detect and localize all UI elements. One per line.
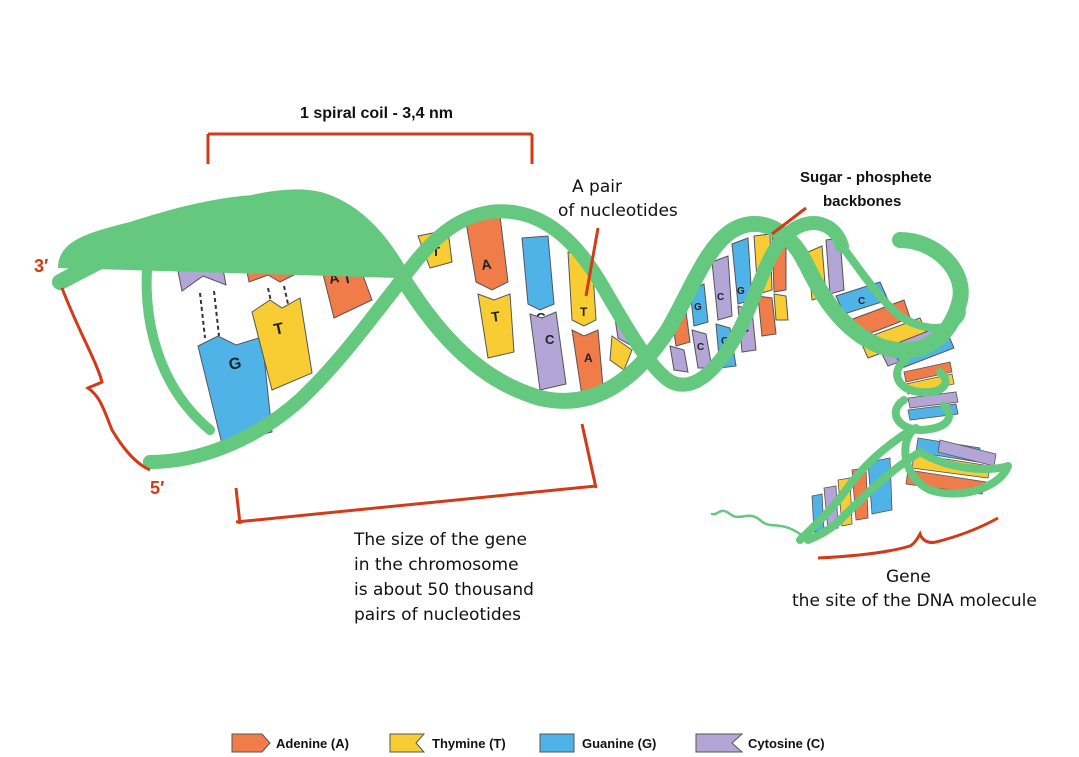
legend-label-cytosine: Cytosine (C): [748, 736, 825, 751]
gene-size-line2: in the chromosome: [354, 555, 519, 575]
svg-text:A: A: [584, 351, 593, 365]
end-3-prime-label: 3′: [34, 256, 48, 276]
gene-size-line4: pairs of nucleotides: [354, 605, 521, 625]
labels: 1 spiral coil - 3,4 nm A pair of nucleot…: [34, 105, 1037, 625]
legend-label-thymine: Thymine (T): [432, 736, 506, 751]
legend: Adenine (A) Thymine (T) Guanine (G) Cyto…: [232, 734, 825, 752]
legend-label-guanine: Guanine (G): [582, 736, 656, 751]
legend-item-guanine: Guanine (G): [540, 734, 656, 752]
gene-label-line1: Gene: [886, 567, 931, 587]
legend-item-adenine: Adenine (A): [232, 734, 349, 752]
end-5-prime-label: 5′: [150, 478, 164, 498]
guanine-block: [522, 236, 554, 310]
adenine-block: [466, 216, 508, 290]
gene-size-dimension-line: [236, 486, 596, 522]
base-pair-g-c-2: G C: [522, 236, 566, 390]
svg-text:G: G: [737, 286, 745, 297]
svg-text:C: C: [717, 292, 724, 303]
gene-label-line2: the site of the DNA molecule: [792, 591, 1037, 611]
adenine-swatch: [232, 734, 270, 752]
nucleotide-pair-label-line2: of nucleotides: [558, 201, 678, 221]
spiral-coil-label: 1 spiral coil - 3,4 nm: [300, 105, 453, 122]
gene-size-line3: is about 50 thousand: [354, 580, 534, 600]
legend-label-adenine: Adenine (A): [276, 736, 349, 751]
legend-item-cytosine: Cytosine (C): [696, 734, 825, 752]
gene-size-line1: The size of the gene: [353, 530, 527, 550]
backbone-label-line2: backbones: [823, 193, 901, 210]
thymine-swatch: [390, 734, 424, 752]
svg-text:G: G: [694, 302, 702, 313]
nucleotide-pair-label-line1: A pair: [572, 177, 622, 197]
svg-text:T: T: [580, 305, 588, 319]
cytosine-block: [530, 312, 566, 390]
base-pair-a-t-2: A T: [466, 216, 514, 358]
svg-text:C: C: [858, 296, 865, 307]
backbone-label-line1: Sugar - phosphete: [800, 169, 932, 186]
left-brace: [62, 288, 150, 470]
svg-text:C: C: [545, 332, 555, 347]
backbone-thin-tail: [712, 511, 800, 534]
svg-text:C: C: [697, 342, 704, 353]
cytosine-swatch: [696, 734, 742, 752]
legend-item-thymine: Thymine (T): [390, 734, 506, 752]
guanine-swatch: [540, 734, 574, 752]
thymine-block: [478, 294, 514, 358]
